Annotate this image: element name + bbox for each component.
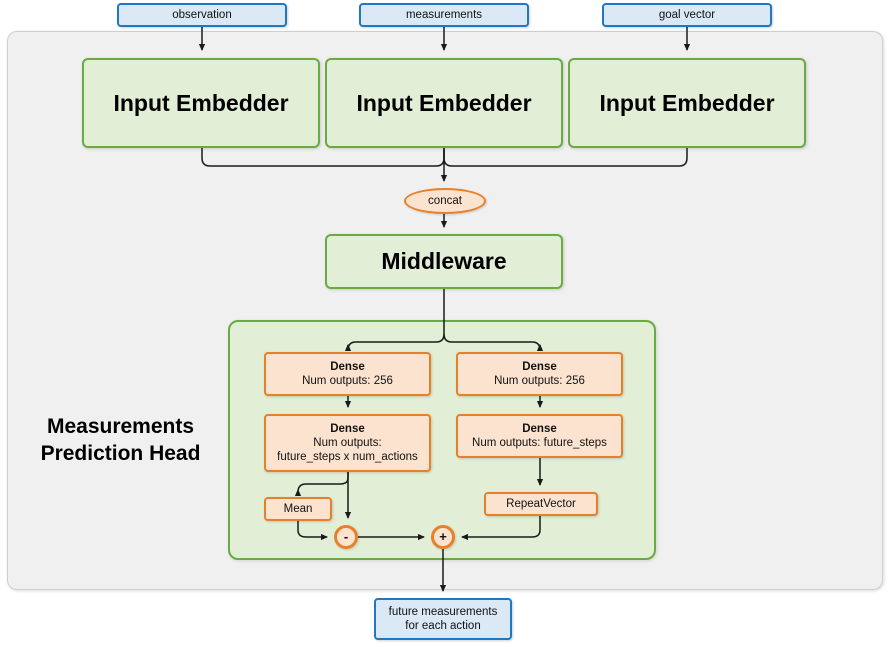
input-embedder-3[interactable]: Input Embedder	[568, 58, 806, 148]
mean-node[interactable]: Mean	[264, 497, 332, 521]
section-label-line1: Measurements	[46, 415, 195, 438]
input-embedder-1[interactable]: Input Embedder	[82, 58, 320, 148]
input-embedder-2-label: Input Embedder	[356, 89, 532, 116]
concat-label: concat	[428, 194, 462, 207]
dense-left-2-outputs-line1: Num outputs:	[313, 436, 382, 449]
dense-left-1[interactable]: Dense Num outputs: 256	[264, 352, 431, 396]
subtract-operator[interactable]: -	[334, 525, 358, 549]
dense-right-1-title: Dense	[522, 360, 557, 373]
section-label-line2: Prediction Head	[40, 442, 201, 466]
measurements-prediction-head-label: Measurements Prediction Head	[18, 413, 223, 468]
dense-right-1-outputs: Num outputs: 256	[494, 375, 585, 387]
dense-right-2-outputs: Num outputs: future_steps	[472, 437, 607, 449]
input-embedder-2[interactable]: Input Embedder	[325, 58, 563, 148]
concat-node[interactable]: concat	[404, 188, 486, 214]
output-box-future-measurements[interactable]: future measurements for each action	[374, 598, 512, 640]
input-box-measurements-label: measurements	[405, 8, 483, 21]
dense-right-2-title: Dense	[522, 422, 557, 435]
add-operator[interactable]: +	[431, 525, 455, 549]
middleware-node[interactable]: Middleware	[325, 234, 563, 289]
input-box-observation-label: observation	[172, 8, 232, 21]
input-box-measurements[interactable]: measurements	[359, 3, 529, 27]
input-embedder-1-label: Input Embedder	[113, 89, 289, 116]
dense-right-1[interactable]: Dense Num outputs: 256	[456, 352, 623, 396]
middleware-label: Middleware	[381, 248, 507, 275]
input-box-observation[interactable]: observation	[117, 3, 287, 27]
dense-left-2-title: Dense	[330, 422, 365, 435]
repeat-vector-node[interactable]: RepeatVector	[484, 492, 598, 516]
dense-left-2-outputs-line2: future_steps x num_actions	[277, 451, 418, 463]
dense-left-1-outputs: Num outputs: 256	[302, 375, 393, 387]
dense-right-2[interactable]: Dense Num outputs: future_steps	[456, 414, 623, 458]
repeat-vector-label: RepeatVector	[506, 497, 576, 510]
input-box-goal-vector-label: goal vector	[658, 8, 716, 21]
input-embedder-3-label: Input Embedder	[599, 89, 775, 116]
input-box-goal-vector[interactable]: goal vector	[602, 3, 772, 27]
dense-left-2[interactable]: Dense Num outputs: future_steps x num_ac…	[264, 414, 431, 472]
subtract-operator-label: -	[343, 529, 349, 545]
output-box-line2: for each action	[405, 620, 481, 632]
output-box-line1: future measurements	[388, 605, 498, 618]
mean-label: Mean	[283, 502, 313, 515]
dense-left-1-title: Dense	[330, 360, 365, 373]
add-operator-label: +	[439, 529, 447, 545]
